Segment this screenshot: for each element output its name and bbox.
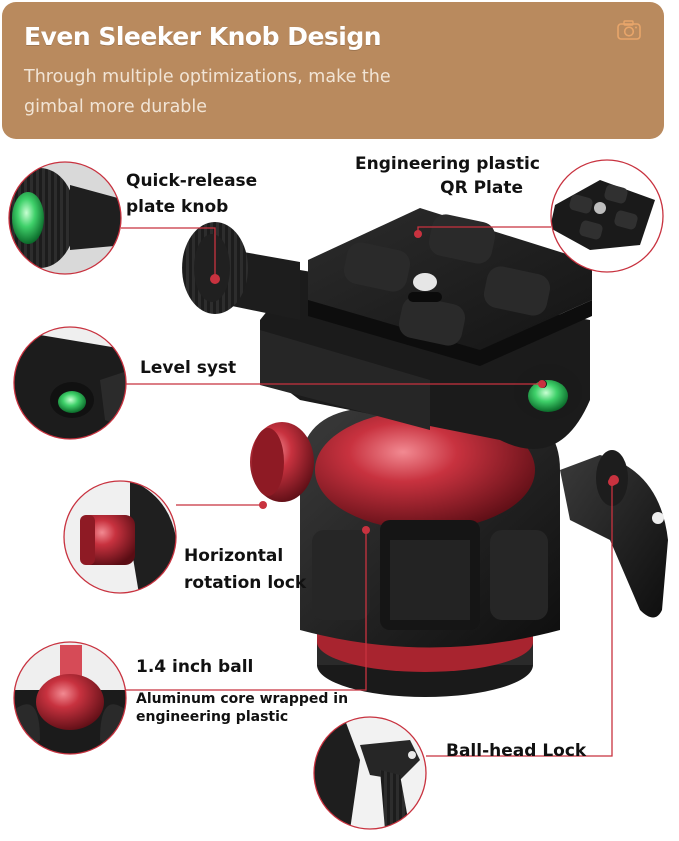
label-horizontal-lock: Horizontal rotation lock xyxy=(184,543,306,597)
label-level: Level syst xyxy=(140,358,237,378)
label-qr-plate: Engineering plastic QR Plate xyxy=(355,152,540,200)
label-qr-plate-line1: Engineering plastic xyxy=(355,154,540,174)
detail-circle-ballhead-lock xyxy=(313,716,427,830)
label-ball-size: 1.4 inch ball xyxy=(136,657,254,677)
label-core-line1: Aluminum core wrapped in xyxy=(136,691,349,707)
ball-head-lock-lever xyxy=(560,450,668,618)
qr-knob xyxy=(182,222,300,320)
label-horizontal-line2: rotation lock xyxy=(184,573,307,593)
detail-circle-plate xyxy=(550,159,664,273)
detail-circle-ball xyxy=(13,641,127,755)
label-qr-knob-line1: Quick-release xyxy=(126,171,258,191)
header-banner: Even Sleeker Knob Design Through multipl… xyxy=(2,2,664,139)
camera-icon xyxy=(617,20,641,40)
banner-subtitle: Through multiple optimizations, make the… xyxy=(24,67,391,117)
banner-title: Even Sleeker Knob Design xyxy=(24,22,382,51)
label-ball-core: Aluminum core wrapped in engineering pla… xyxy=(136,690,348,726)
horizontal-lock-knob xyxy=(250,422,314,502)
detail-circle-knob xyxy=(8,161,122,275)
ball-head-body xyxy=(300,410,560,648)
detail-circle-level xyxy=(13,326,127,440)
label-horizontal-line1: Horizontal xyxy=(184,546,284,566)
label-core-line2: engineering plastic xyxy=(136,709,289,725)
label-ballhead-lock: Ball-head Lock xyxy=(446,741,587,761)
label-qr-plate-line2: QR Plate xyxy=(440,178,523,198)
label-qr-knob: Quick-release plate knob xyxy=(126,168,257,220)
callout-dots xyxy=(211,230,616,534)
detail-circle-horizontal-lock xyxy=(63,480,177,594)
label-qr-knob-line2: plate knob xyxy=(126,197,229,217)
